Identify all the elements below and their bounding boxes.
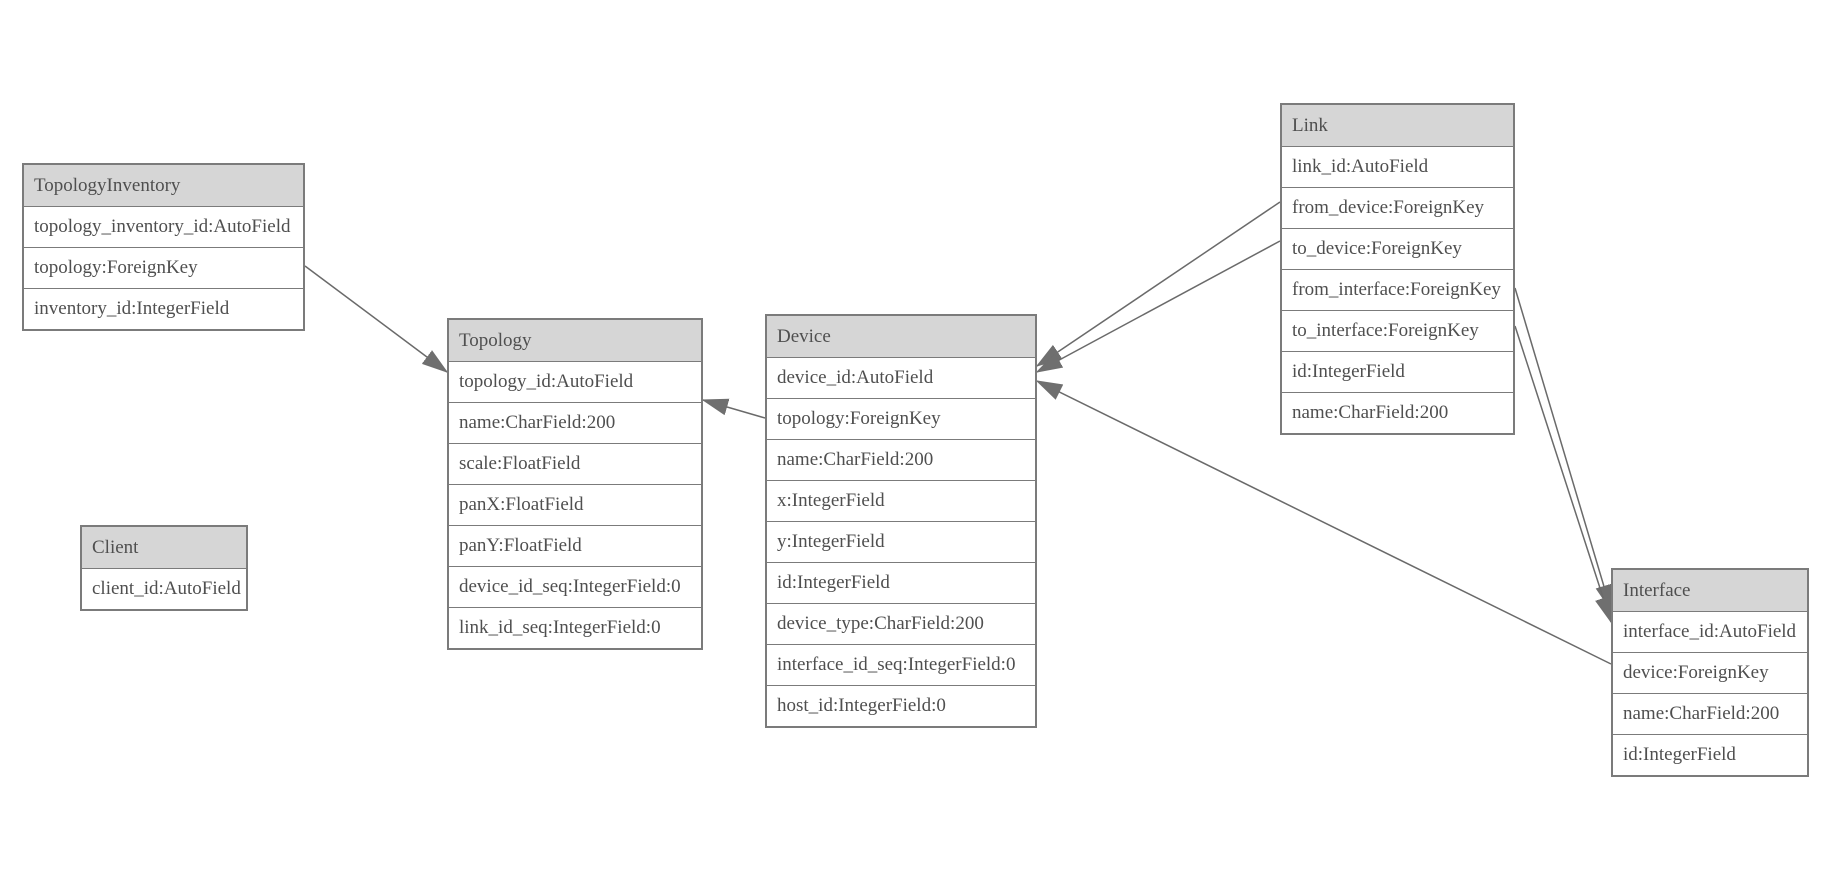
field-row: to_device:ForeignKey — [1282, 229, 1513, 270]
entity-title: Topology — [449, 320, 701, 362]
field-row: device_id_seq:IntegerField:0 — [449, 567, 701, 608]
entity-device: Device device_id:AutoField topology:Fore… — [765, 314, 1037, 728]
field-row: from_device:ForeignKey — [1282, 188, 1513, 229]
field-row: interface_id_seq:IntegerField:0 — [767, 645, 1035, 686]
edge-link-todevice-device — [1037, 240, 1281, 372]
field-row: device_id:AutoField — [767, 358, 1035, 399]
edge-link-frominterface-interface — [1514, 287, 1611, 610]
field-row: device_type:CharField:200 — [767, 604, 1035, 645]
edge-link-tointerface-interface — [1514, 325, 1612, 622]
field-row: panY:FloatField — [449, 526, 701, 567]
field-row: name:CharField:200 — [1282, 393, 1513, 433]
entity-title: Client — [82, 527, 246, 569]
field-row: y:IntegerField — [767, 522, 1035, 563]
entity-interface: Interface interface_id:AutoField device:… — [1611, 568, 1809, 777]
field-row: device:ForeignKey — [1613, 653, 1807, 694]
field-row: name:CharField:200 — [1613, 694, 1807, 735]
field-row: name:CharField:200 — [767, 440, 1035, 481]
field-row: link_id:AutoField — [1282, 147, 1513, 188]
edge-device-topology — [703, 400, 766, 419]
edge-interface-device — [1037, 381, 1612, 665]
entity-client: Client client_id:AutoField — [80, 525, 248, 611]
entity-topologyinventory: TopologyInventory topology_inventory_id:… — [22, 163, 305, 331]
field-row: link_id_seq:IntegerField:0 — [449, 608, 701, 648]
field-row: panX:FloatField — [449, 485, 701, 526]
field-row: from_interface:ForeignKey — [1282, 270, 1513, 311]
field-row: id:IntegerField — [1613, 735, 1807, 775]
field-row: name:CharField:200 — [449, 403, 701, 444]
field-row: topology:ForeignKey — [24, 248, 303, 289]
entity-title: Device — [767, 316, 1035, 358]
field-row: inventory_id:IntegerField — [24, 289, 303, 329]
edge-link-fromdevice-device — [1037, 201, 1281, 366]
field-row: client_id:AutoField — [82, 569, 246, 609]
field-row: id:IntegerField — [1282, 352, 1513, 393]
entity-link: Link link_id:AutoField from_device:Forei… — [1280, 103, 1515, 435]
field-row: to_interface:ForeignKey — [1282, 311, 1513, 352]
field-row: interface_id:AutoField — [1613, 612, 1807, 653]
field-row: topology_inventory_id:AutoField — [24, 207, 303, 248]
entity-topology: Topology topology_id:AutoField name:Char… — [447, 318, 703, 650]
field-row: host_id:IntegerField:0 — [767, 686, 1035, 726]
entity-title: Link — [1282, 105, 1513, 147]
entity-title: TopologyInventory — [24, 165, 303, 207]
entity-title: Interface — [1613, 570, 1807, 612]
field-row: topology:ForeignKey — [767, 399, 1035, 440]
field-row: scale:FloatField — [449, 444, 701, 485]
field-row: topology_id:AutoField — [449, 362, 701, 403]
field-row: x:IntegerField — [767, 481, 1035, 522]
edge-topologyinventory-topology — [304, 265, 447, 372]
field-row: id:IntegerField — [767, 563, 1035, 604]
